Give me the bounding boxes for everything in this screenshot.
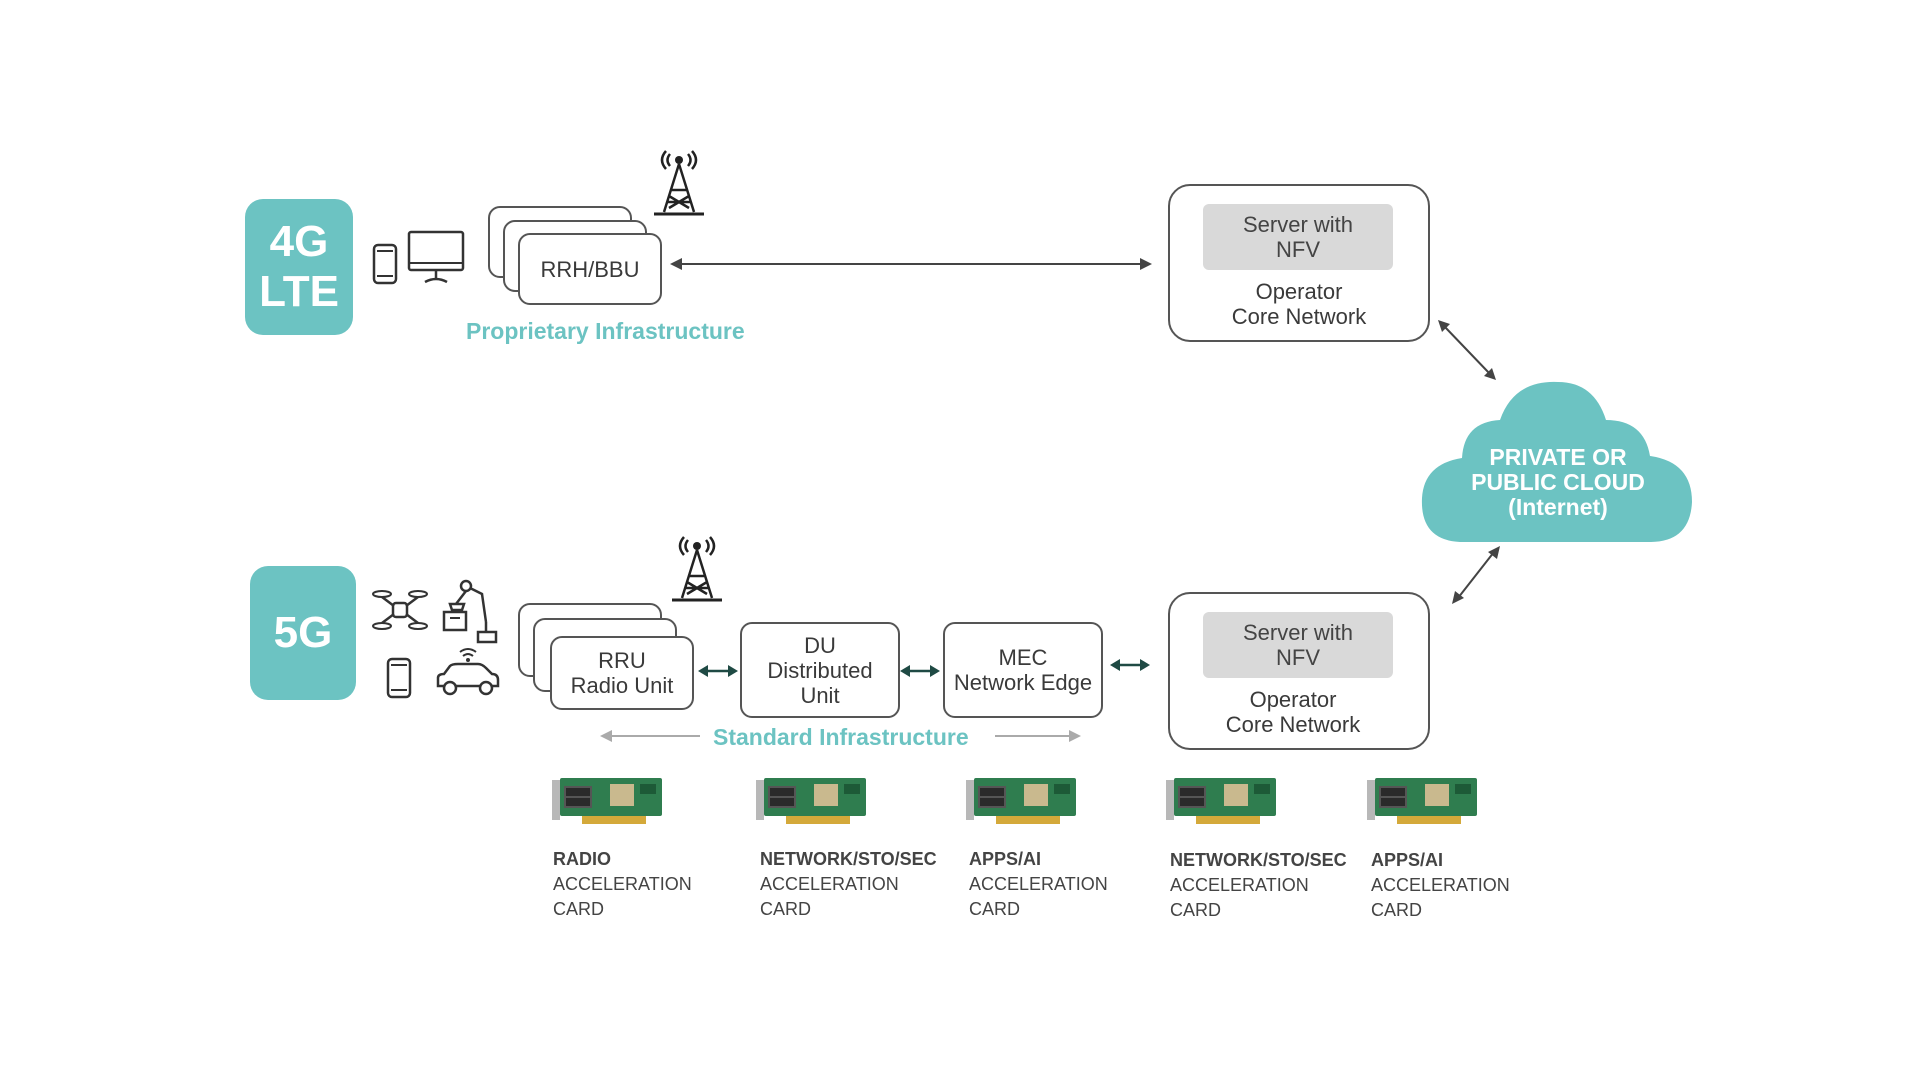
card-label-1: RADIO ACCELERATION CARD xyxy=(553,847,692,922)
monitor-icon xyxy=(407,230,465,284)
cloud-core-bottom-arrow xyxy=(1452,546,1500,604)
server-nfv-line1-bottom: Server with xyxy=(1242,620,1354,645)
standard-infra-right-arrow xyxy=(995,730,1081,742)
operator-core-line1-bottom: Operator xyxy=(1249,687,1337,712)
cloud-label: PRIVATE OR PUBLIC CLOUD (Internet) xyxy=(1440,445,1676,520)
badge-5g: 5G xyxy=(250,566,356,700)
card-3-title: APPS/AI xyxy=(969,849,1042,869)
pcie-card-icon xyxy=(756,778,866,824)
card-5-line2: ACCELERATION xyxy=(1371,875,1510,895)
du-distributed-unit-box: DU Distributed Unit xyxy=(740,622,900,718)
card-4-line2: ACCELERATION xyxy=(1170,875,1309,895)
cloud-icon xyxy=(1421,381,1692,542)
rrh-bbu-label: RRH/BBU xyxy=(540,256,640,282)
server-nfv-box-top: Server with NFV xyxy=(1203,204,1393,270)
cell-tower-icon xyxy=(654,150,704,216)
rru-radio-unit-box: RRU Radio Unit xyxy=(550,636,694,710)
badge-5g-text: 5G xyxy=(273,608,333,657)
pcie-card-icon xyxy=(966,778,1076,824)
rru-line2: Radio Unit xyxy=(570,673,674,698)
mec-line2: Network Edge xyxy=(953,670,1093,695)
operator-core-network-top: Server with NFV Operator Core Network xyxy=(1168,184,1430,342)
server-nfv-line1: Server with xyxy=(1242,212,1354,237)
lte-link-arrow xyxy=(670,258,1152,270)
proprietary-infrastructure-label: Proprietary Infrastructure xyxy=(466,318,745,344)
cloud-line1: PRIVATE OR xyxy=(1489,444,1627,470)
operator-core-label-top: Operator Core Network xyxy=(1170,279,1428,329)
phone-icon-5g xyxy=(386,657,412,699)
card-label-5: APPS/AI ACCELERATION CARD xyxy=(1371,848,1510,923)
pcie-card-icon xyxy=(552,778,662,824)
card-label-4: NETWORK/STO/SEC ACCELERATION CARD xyxy=(1170,848,1347,923)
card-2-line3: CARD xyxy=(760,899,812,919)
du-line3: Unit xyxy=(800,682,840,708)
server-nfv-line2-bottom: NFV xyxy=(1276,645,1320,670)
rru-line1: RRU xyxy=(598,648,646,673)
du-line2: Distributed xyxy=(767,657,873,683)
card-3-line2: ACCELERATION xyxy=(969,874,1108,894)
badge-4g-lte: 4G LTE xyxy=(245,199,353,335)
du-line1: DU xyxy=(804,632,836,658)
rru-du-arrow xyxy=(698,665,738,677)
cloud-line3: (Internet) xyxy=(1508,494,1608,520)
badge-lte-text: LTE xyxy=(259,267,339,316)
mec-core-arrow xyxy=(1110,659,1150,671)
card-5-title: APPS/AI xyxy=(1371,850,1444,870)
badge-4g-text: 4G xyxy=(269,217,329,266)
connected-car-icon xyxy=(436,648,500,696)
card-4-line3: CARD xyxy=(1170,900,1222,920)
server-nfv-box-bottom: Server with NFV xyxy=(1203,612,1393,678)
operator-core-line2: Core Network xyxy=(1231,304,1367,329)
robot-arm-icon xyxy=(442,579,498,644)
drone-icon xyxy=(372,590,428,630)
card-4-title: NETWORK/STO/SEC xyxy=(1170,850,1347,870)
cloud-line2: PUBLIC CLOUD xyxy=(1471,469,1645,495)
standard-infrastructure-label: Standard Infrastructure xyxy=(713,724,969,750)
card-1-line2: ACCELERATION xyxy=(553,874,692,894)
card-label-3: APPS/AI ACCELERATION CARD xyxy=(969,847,1108,922)
operator-core-network-bottom: Server with NFV Operator Core Network xyxy=(1168,592,1430,750)
card-1-title: RADIO xyxy=(553,849,611,869)
card-label-2: NETWORK/STO/SEC ACCELERATION CARD xyxy=(760,847,937,922)
rrh-bbu-box: RRH/BBU xyxy=(518,233,662,305)
du-mec-arrow xyxy=(900,665,940,677)
operator-core-label-bottom: Operator Core Network xyxy=(1164,687,1422,737)
server-nfv-line2: NFV xyxy=(1276,237,1320,262)
card-2-line2: ACCELERATION xyxy=(760,874,899,894)
operator-core-line1: Operator xyxy=(1255,279,1343,304)
mec-line1: MEC xyxy=(998,645,1048,670)
card-5-line3: CARD xyxy=(1371,900,1423,920)
card-2-title: NETWORK/STO/SEC xyxy=(760,849,937,869)
pcie-card-icon xyxy=(1166,778,1276,824)
card-3-line3: CARD xyxy=(969,899,1021,919)
card-1-line3: CARD xyxy=(553,899,605,919)
core-top-cloud-arrow xyxy=(1438,320,1496,380)
mec-network-edge-box: MEC Network Edge xyxy=(943,622,1103,718)
phone-icon xyxy=(372,243,398,285)
operator-core-line2-bottom: Core Network xyxy=(1225,712,1361,737)
pcie-card-icon xyxy=(1367,778,1477,824)
standard-infra-left-arrow xyxy=(600,730,700,742)
cell-tower-icon-5g xyxy=(672,536,722,602)
